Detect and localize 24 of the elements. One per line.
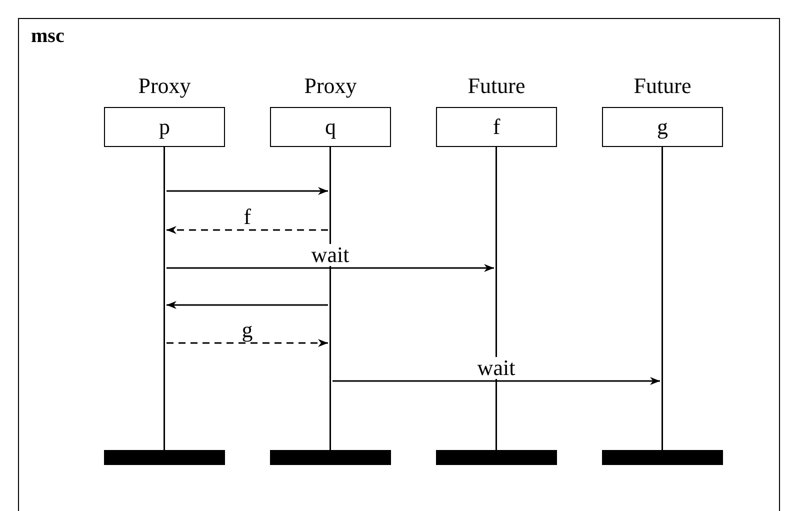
lifeline-end-bar xyxy=(270,450,391,465)
instance-box: f xyxy=(436,107,557,147)
instance-box: g xyxy=(602,107,723,147)
message-arrow xyxy=(166,187,328,195)
instance-box: q xyxy=(270,107,391,147)
message-label: wait xyxy=(475,357,518,379)
lifeline-end-bar xyxy=(104,450,225,465)
message-arrow xyxy=(166,264,494,272)
frame xyxy=(18,18,780,511)
instance-box: p xyxy=(104,107,225,147)
instance-type: Proxy xyxy=(137,73,192,99)
lifeline-end-bar xyxy=(436,450,557,465)
message-label: wait xyxy=(309,244,352,266)
lifeline xyxy=(660,147,664,450)
message-arrow xyxy=(166,226,328,234)
lifeline-end-bar xyxy=(602,450,723,465)
instance-type: Future xyxy=(632,73,692,99)
instance-type: Proxy xyxy=(303,73,358,99)
instance-type: Future xyxy=(466,73,526,99)
message-arrow xyxy=(332,377,660,385)
message-arrow xyxy=(166,301,328,309)
lifeline xyxy=(162,147,166,450)
frame-title: msc xyxy=(31,25,64,48)
message-arrow xyxy=(166,339,328,347)
